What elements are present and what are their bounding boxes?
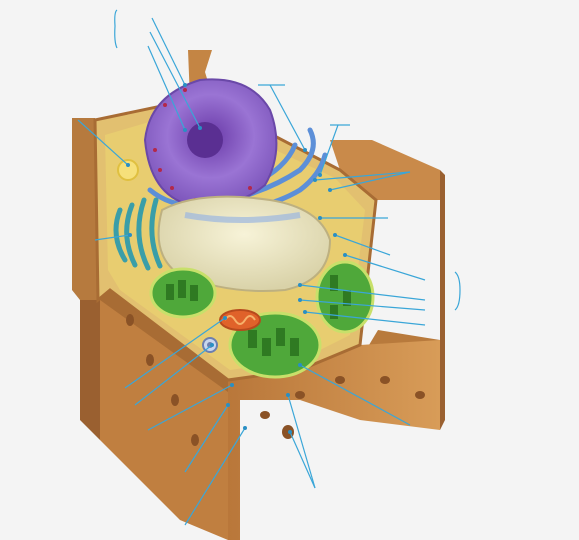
golgi-apparatus [113, 197, 163, 271]
leader-line [329, 171, 411, 191]
leader-line [77, 119, 129, 166]
leader-line [124, 317, 226, 389]
bracket-right [454, 271, 461, 311]
chloroplast [228, 311, 322, 379]
plasmodesmata [126, 314, 425, 446]
chloroplast [149, 267, 217, 319]
chloroplast [315, 260, 375, 334]
mitochondrion [219, 309, 261, 331]
leader-line [184, 427, 246, 526]
leader-line [269, 84, 306, 151]
leader-line [289, 431, 316, 489]
leader-line [134, 344, 213, 406]
leader-line [334, 234, 391, 256]
leader-line [287, 394, 316, 489]
leader-line [304, 311, 426, 326]
peroxisome [117, 159, 139, 181]
leader-line [149, 31, 201, 129]
leader-line [299, 299, 426, 311]
leader-line [94, 234, 131, 241]
leader-line [151, 17, 186, 86]
leader-line [184, 404, 229, 473]
nucleus [143, 78, 278, 207]
leader-line [299, 284, 426, 301]
leader-line [344, 254, 426, 281]
leader-line [147, 384, 233, 431]
leader-line [299, 364, 411, 426]
nucleolus [187, 122, 223, 158]
label-leaders [77, 9, 461, 526]
leader-line [319, 124, 339, 176]
bracket-left [114, 9, 118, 49]
leader-line [147, 45, 186, 131]
leader-dots [126, 83, 347, 434]
leader-line [314, 171, 411, 181]
